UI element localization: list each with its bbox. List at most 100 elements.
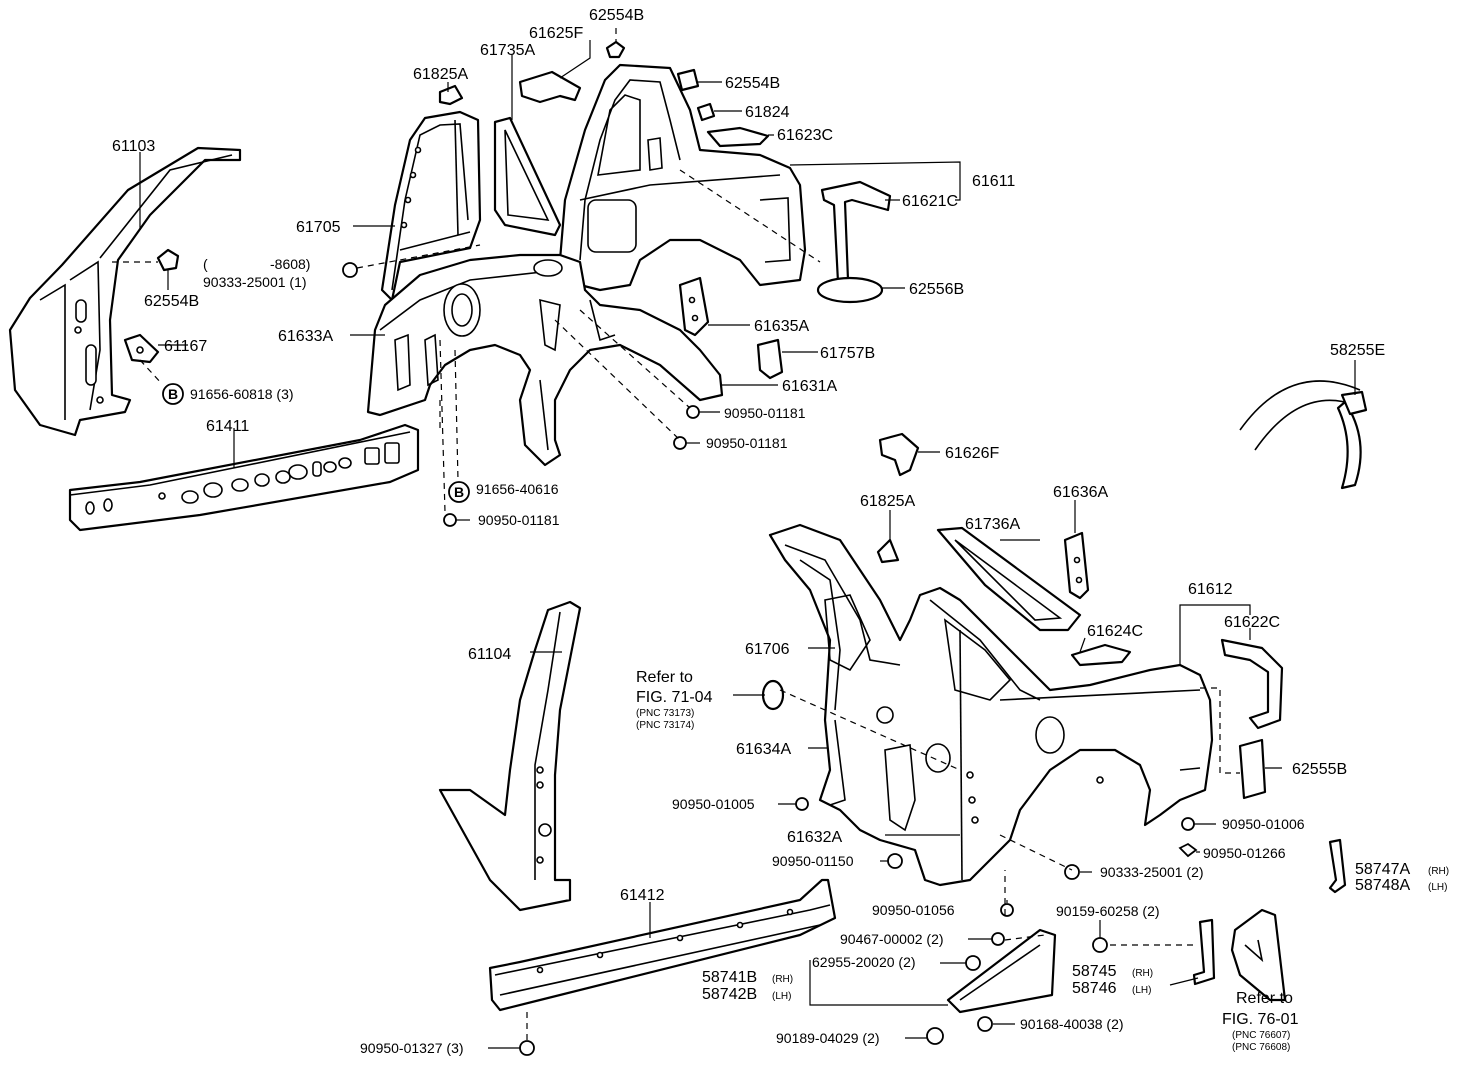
part-61825A-top <box>438 84 464 106</box>
label-ref-71-04-pnc1: (PNC 73173) <box>636 708 694 719</box>
label-ref-76-01-pnc2: (PNC 76608) <box>1232 1042 1290 1053</box>
label-61623C: 61623C <box>777 127 833 144</box>
label-58747A-rh: (RH) <box>1428 866 1449 877</box>
label-90467-00002: 90467-00002 (2) <box>840 931 944 947</box>
label-61631A: 61631A <box>782 378 837 395</box>
label-90189-04029: 90189-04029 (2) <box>776 1030 880 1046</box>
part-61635A <box>678 276 710 337</box>
label-61633A: 61633A <box>278 328 333 345</box>
fastener-90159-60258 <box>1092 937 1108 953</box>
label-61611: 61611 <box>972 173 1015 190</box>
part-61735A-gusset <box>493 116 562 237</box>
label-58747A: 58747A <box>1355 861 1410 878</box>
label-58748A-lh: (LH) <box>1428 882 1447 893</box>
label-90950-01181-c: 90950-01181 <box>478 512 560 528</box>
label-90950-01327: 90950-01327 (3) <box>360 1040 464 1056</box>
part-61611-quarter-panel <box>558 63 807 292</box>
label-90168-40038: 90168-40038 (2) <box>1020 1016 1124 1032</box>
label-62555B: 62555B <box>1292 761 1347 778</box>
label-61825A-low: 61825A <box>860 493 915 510</box>
part-61705-quarter-pillar <box>380 110 482 302</box>
label-58741B: 58741B <box>702 969 757 986</box>
part-58745-strip <box>1192 918 1216 986</box>
label-62554B-top: 62554B <box>589 7 644 24</box>
badge-b-91656-60818: B <box>162 383 184 405</box>
fastener-90950-01181-b <box>673 436 687 450</box>
label-90950-01056: 90950-01056 <box>872 902 955 918</box>
label-ref-76-01-pnc1: (PNC 76607) <box>1232 1030 1290 1041</box>
fastener-90333-25001-2 <box>1064 864 1080 880</box>
label-61412: 61412 <box>620 887 665 904</box>
label-61824: 61824 <box>745 104 790 121</box>
label-90950-01005: 90950-01005 <box>672 796 755 812</box>
label-90333-25001-2: 90333-25001 (2) <box>1100 864 1204 880</box>
fasteners <box>342 262 1198 1056</box>
fastener-90168-40038 <box>977 1016 993 1032</box>
label-8608: -8608) <box>270 256 310 272</box>
label-61622C: 61622C <box>1224 614 1280 631</box>
label-61104: 61104 <box>468 646 511 663</box>
part-61824 <box>696 102 716 122</box>
label-62554B-left: 62554B <box>144 293 199 310</box>
part-58741B-mudguard <box>946 928 1057 1014</box>
part-mudflap-reference <box>1230 908 1287 1002</box>
part-61633A-wheelhouse <box>366 253 724 467</box>
label-ref-76-01-line1: Refer to <box>1236 990 1293 1007</box>
part-62556B-patch <box>816 276 884 304</box>
label-90950-01181-a: 90950-01181 <box>724 405 806 421</box>
label-61636A: 61636A <box>1053 484 1108 501</box>
label-62955-20020: 62955-20020 (2) <box>812 954 916 970</box>
label-61736A: 61736A <box>965 516 1020 533</box>
part-62554B-left <box>156 248 180 272</box>
label-91656-60818: 91656-60818 (3) <box>190 386 294 402</box>
label-90159-60258: 90159-60258 (2) <box>1056 903 1160 919</box>
label-62554B-mid: 62554B <box>725 75 780 92</box>
label-61705: 61705 <box>296 219 341 236</box>
part-61736A <box>936 526 1082 632</box>
label-90950-01150: 90950-01150 <box>772 853 854 869</box>
part-61103-front-pillar <box>8 146 242 437</box>
label-8608-open: ( <box>203 256 208 272</box>
fastener-90950-01006 <box>1181 817 1195 831</box>
part-61412-rocker <box>488 878 837 1012</box>
fastener-90467-00002 <box>991 932 1005 946</box>
label-61706: 61706 <box>745 641 790 658</box>
part-62555B <box>1238 738 1267 800</box>
label-61612: 61612 <box>1188 581 1233 598</box>
part-58747A-strip <box>1328 838 1347 894</box>
part-62554B-top <box>605 40 626 59</box>
part-58255E-arch-moulding <box>1239 380 1368 490</box>
label-61735A: 61735A <box>480 42 535 59</box>
label-61103: 61103 <box>112 138 155 155</box>
label-61625F: 61625F <box>529 25 583 42</box>
leader-lines <box>112 28 1356 1049</box>
fastener-90950-01266 <box>1178 842 1198 858</box>
part-61104-center-pillar <box>438 600 582 912</box>
label-58745-rh: (RH) <box>1132 968 1153 979</box>
label-61635A: 61635A <box>754 318 809 335</box>
part-61626F <box>878 432 920 477</box>
label-90950-01006: 90950-01006 <box>1222 816 1305 832</box>
label-61626F: 61626F <box>945 445 999 462</box>
part-61636A <box>1063 531 1090 600</box>
label-61634A: 61634A <box>736 741 791 758</box>
part-61624C <box>1070 643 1132 667</box>
label-61167: 61167 <box>164 338 207 355</box>
fastener-90950-01005 <box>795 797 809 811</box>
label-ref-71-04-pnc2: (PNC 73174) <box>636 720 694 731</box>
part-labels: 61103 62554B 61167 91656-60818 (3) 61411… <box>112 7 1449 1056</box>
label-58742B: 58742B <box>702 986 757 1003</box>
fastener-90950-01150 <box>887 853 903 869</box>
label-90950-01266: 90950-01266 <box>1203 845 1286 861</box>
part-61167-bracket <box>123 333 160 364</box>
part-61621C <box>820 180 892 284</box>
label-58748A: 58748A <box>1355 877 1410 894</box>
label-61757B: 61757B <box>820 345 875 362</box>
fastener-62955-20020 <box>965 955 981 971</box>
label-90950-01181-b: 90950-01181 <box>706 435 788 451</box>
part-ref-71-04-cap <box>761 679 785 711</box>
part-61625F-bracket <box>518 70 582 104</box>
part-62554B-mid <box>676 68 700 92</box>
